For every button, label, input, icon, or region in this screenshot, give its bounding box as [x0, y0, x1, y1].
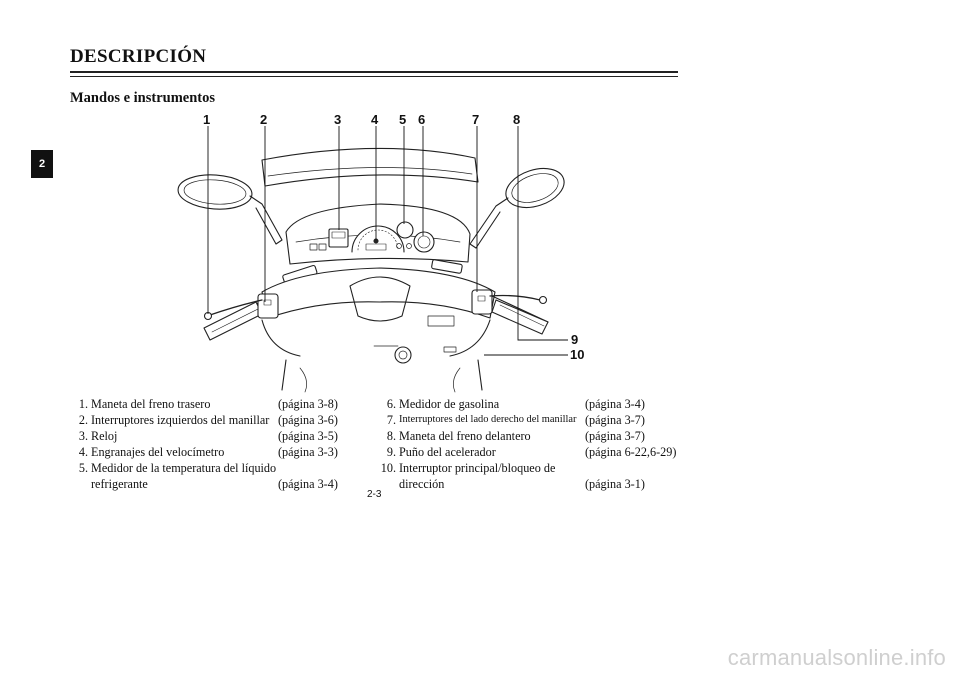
right-grip — [491, 299, 549, 335]
speedometer-icon — [351, 225, 405, 253]
watermark[interactable]: carmanualsonline.info — [727, 645, 946, 670]
legend-item: 5. Medidor de la temperatura del líquido — [78, 461, 277, 475]
legend-right: 6. Medidor de gasolina (página 3-4) 7. I… — [378, 396, 688, 492]
legend-item: 6. Medidor de gasolina (página 3-4) — [386, 397, 645, 411]
callout-8: 8 — [513, 112, 520, 127]
callout-5: 5 — [399, 112, 406, 127]
title-rule-thick — [70, 71, 678, 73]
right-mirror-icon — [469, 167, 565, 249]
callout-10: 10 — [570, 347, 584, 362]
chapter-tab: 2 — [31, 150, 53, 178]
main-switch-icon — [394, 346, 412, 364]
legend-item: 7. Interruptores del lado derecho del ma… — [386, 413, 645, 427]
legend-item: 1. Maneta del freno trasero (página 3-8) — [78, 397, 338, 411]
legend-item: dirección (página 3-1) — [399, 477, 645, 491]
right-brake-reservoir — [431, 259, 463, 274]
legend-item: 4. Engranajes del velocímetro (página 3-… — [78, 445, 338, 459]
callout-2: 2 — [260, 112, 267, 127]
right-switches — [471, 289, 493, 315]
callout-1: 1 — [203, 112, 210, 127]
callout-9: 9 — [571, 332, 578, 347]
page-title: DESCRIPCIÓN — [70, 46, 207, 67]
fuel-gauge — [413, 231, 435, 253]
legend-item: 10. Interruptor principal/bloqueo de — [380, 461, 556, 475]
left-switches — [257, 293, 279, 319]
callout-3: 3 — [334, 112, 341, 127]
callout-7: 7 — [472, 112, 479, 127]
legend-left: 1. Maneta del freno trasero (página 3-8)… — [72, 396, 372, 492]
legend-item: 3. Reloj (página 3-5) — [78, 429, 338, 443]
left-mirror-icon — [177, 174, 283, 245]
rear-brake-lever — [209, 299, 263, 316]
temperature-gauge — [396, 221, 414, 239]
callout-6: 6 — [418, 112, 425, 127]
legend-item: 8. Maneta del freno delantero (página 3-… — [386, 429, 645, 443]
legend-item: 2. Interruptores izquierdos del manillar… — [78, 413, 338, 427]
section-title: Mandos e instrumentos — [70, 90, 216, 106]
front-brake-lever — [489, 294, 541, 301]
callout-4: 4 — [371, 112, 379, 127]
title-rule-thin — [70, 76, 678, 77]
legend-item: 9. Puño del acelerador (página 6-22,6-29… — [386, 445, 677, 459]
page-number: 2-3 — [367, 489, 382, 500]
legend-item: refrigerante (página 3-4) — [91, 477, 338, 491]
